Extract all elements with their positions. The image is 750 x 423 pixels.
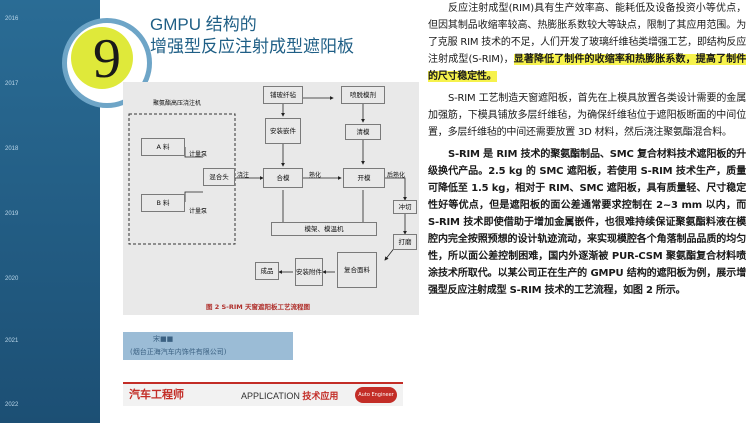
slide-page: 9 GMPU 结构的 增强型反应注射成型遮阳板 (62, 0, 750, 423)
label-meter-pump-b: 计量泵 (189, 208, 208, 215)
slide-number-badge: 9 (62, 18, 152, 108)
section-label-cn: 技术应用 (302, 391, 339, 401)
box-grind: 打磨 (393, 234, 417, 250)
box-install-insert: 安装嵌件 (265, 118, 301, 144)
timeline-year[interactable]: 2021 (5, 338, 19, 344)
title-line-1: GMPU 结构的 (150, 15, 257, 34)
box-finished-product: 成品 (255, 262, 279, 280)
timeline-year[interactable]: 2022 (5, 402, 19, 408)
title-line-2: 增强型反应注射成型遮阳板 (150, 37, 354, 56)
magazine-name: 汽车工程师 (129, 388, 184, 401)
box-mix-head: 混合头 (203, 168, 235, 186)
flow-connectors (128, 96, 407, 274)
label-meter-pump-a: 计量泵 (189, 151, 208, 158)
box-punch: 冲切 (393, 200, 417, 214)
box-mold-frame-temp-machine: 模架、模温机 (271, 222, 377, 236)
paragraph-2: S-RIM 工艺制造天窗遮阳板，首先在上模具放置各类设计需要的金属加强筋，下模具… (428, 93, 746, 138)
article-body: 反应注射成型(RIM)具有生产效率高、能耗低及设备投资小等优点，但因其制品收缩率… (428, 0, 746, 299)
paragraph-1-text: 反应注射成型(RIM)具有生产效率高、能耗低及设备投资小等优点，但因其制品收缩率… (428, 3, 746, 65)
timeline-year[interactable]: 2019 (5, 211, 19, 217)
box-spray-release-agent: 喷脱模剂 (341, 86, 385, 104)
paragraph-1: 反应注射成型(RIM)具有生产效率高、能耗低及设备投资小等优点，但因其制品收缩率… (428, 0, 746, 85)
section-label: APPLICATION 技术应用 (241, 389, 338, 402)
magazine-banner: 汽车工程师 APPLICATION 技术应用 Auto Engineer (123, 382, 403, 406)
label-cure: 熟化 (309, 172, 322, 179)
box-composite-fabric: 复合面料 (337, 252, 377, 288)
box-install-accessories: 安装附件 (295, 258, 323, 286)
author-name: 宋■■ (153, 335, 174, 343)
author-box: 宋■■ (烟台正海汽车内饰件有限公司) (123, 332, 293, 360)
timeline-year[interactable]: 2016 (5, 16, 19, 22)
box-clean-mold: 清模 (345, 124, 381, 140)
author-organization: (烟台正海汽车内饰件有限公司) (130, 348, 227, 356)
box-laying-fiber-mat: 铺玻纤毡 (263, 86, 303, 104)
label-pour: 浇注 (237, 172, 250, 179)
badge-inner (71, 27, 133, 89)
box-close-mold: 合模 (263, 168, 303, 188)
label-post-cure: 后熟化 (387, 172, 406, 179)
figure-caption: 图 2 S-RIM 天窗遮阳板工艺流程图 (205, 303, 311, 311)
machine-label: 聚氨酯高压浇注机 (153, 100, 202, 107)
timeline-year[interactable]: 2018 (5, 146, 19, 152)
slide-title: GMPU 结构的 增强型反应注射成型遮阳板 (150, 14, 354, 58)
section-label-en: APPLICATION (241, 391, 300, 401)
badge-number: 9 (93, 28, 121, 90)
magazine-logo: Auto Engineer (355, 387, 397, 403)
box-open-mold: 开模 (343, 168, 385, 188)
timeline-year[interactable]: 2020 (5, 276, 19, 282)
paragraph-3: S-RIM 是 RIM 技术的聚氨酯制品、SMC 复合材料技术遮阳板的升级换代产… (428, 149, 746, 296)
box-material-a: A 料 (141, 138, 185, 156)
process-flow-diagram: 聚氨酯高压浇注机 铺玻纤毡 喷脱模剂 安装嵌件 清模 A 料 计量泵 混合头 浇… (123, 82, 419, 315)
box-material-b: B 料 (141, 194, 185, 212)
timeline-year[interactable]: 2017 (5, 81, 19, 87)
